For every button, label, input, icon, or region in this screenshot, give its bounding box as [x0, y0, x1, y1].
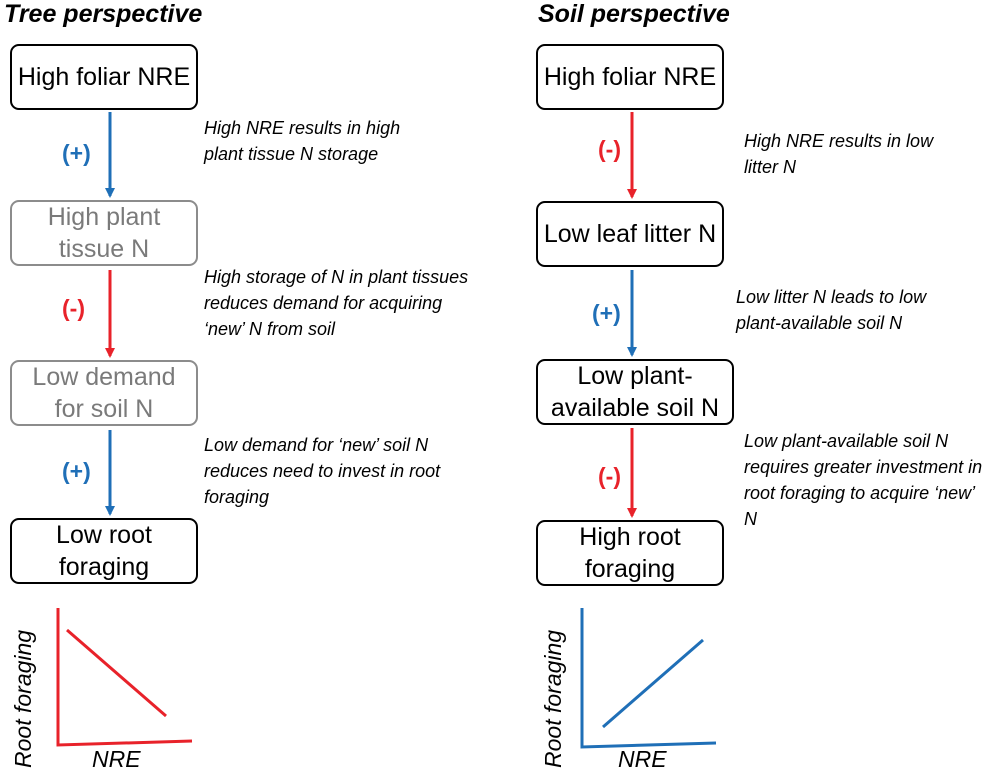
soil-link-2-note: Low litter N leads to low plant-availabl…	[736, 287, 927, 333]
soil-perspective-heading: Soil perspective	[538, 0, 730, 28]
soil-link-3-sign: (-)	[598, 463, 621, 489]
tree-link-1-note: High NRE results in high plant tissue N …	[204, 118, 401, 164]
soil-node-high-root-foraging: High root foraging	[536, 520, 724, 586]
soil-node-low-leaf-litter-n: Low leaf litter N	[536, 201, 724, 267]
tree-link-3-sign: (+)	[62, 458, 91, 484]
soil-node-low-plant-available-soil-n: Low plant-available soil N	[536, 359, 734, 425]
soil-graph-axes	[580, 608, 717, 749]
soil-link-2-sign: (+)	[592, 300, 621, 326]
tree-node-low-root-foraging: Low root foraging	[10, 518, 198, 584]
tree-link-2-sign: (-)	[62, 295, 85, 321]
tree-node-high-foliar-nre: High foliar NRE	[10, 44, 198, 110]
soil-link-3-note: Low plant-available soil N requires grea…	[744, 431, 983, 529]
tree-link-3-note: Low demand for ‘new’ soil N reduces need…	[204, 435, 441, 507]
tree-graph-trend-line	[66, 628, 167, 718]
soil-graph-x-label: NRE	[618, 746, 667, 772]
soil-link-1-note: High NRE results in low litter N	[744, 131, 934, 177]
soil-link-1-sign: (-)	[598, 136, 621, 162]
tree-perspective-heading: Tree perspective	[4, 0, 203, 28]
tree-graph-x-label: NRE	[92, 746, 141, 772]
tree-node-low-demand-soil-n: Low demand for soil N	[10, 360, 198, 426]
tree-link-2-note: High storage of N in plant tissues reduc…	[204, 267, 469, 339]
soil-graph-trend-line	[602, 638, 704, 729]
tree-graph-axes	[56, 608, 193, 747]
tree-node-high-plant-tissue-n: High plant tissue N	[10, 200, 198, 266]
soil-node-high-foliar-nre: High foliar NRE	[536, 44, 724, 110]
tree-link-1-sign: (+)	[62, 140, 91, 166]
